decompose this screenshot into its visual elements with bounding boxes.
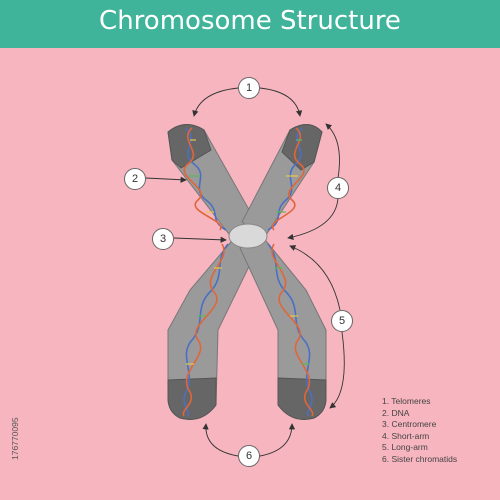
dna-strand-lower-right	[267, 243, 313, 417]
arrow-short-arm-down	[287, 197, 339, 240]
arrow-centromere	[173, 236, 227, 243]
arrow-telomere-right	[259, 87, 303, 117]
dna-strand-upper-right-b	[271, 127, 305, 231]
arrow-sister-right	[259, 423, 296, 457]
callout-sister-chromatids: 6	[238, 445, 260, 467]
dna-strand-upper-right	[267, 127, 303, 231]
legend: 1. Telomeres 2. DNA 3. Centromere 4. Sho…	[382, 396, 457, 466]
dna-base-pairs	[186, 139, 310, 365]
arrow-short-arm-up	[325, 123, 340, 179]
callout-centromere: 3	[152, 228, 174, 250]
legend-item-dna: 2. DNA	[382, 407, 410, 418]
dna-strand-lower-right-b	[271, 243, 314, 417]
arrow-telomere-left	[192, 87, 239, 117]
dna-strand-upper-left-b	[183, 127, 222, 231]
arrow-sister-left	[202, 423, 239, 457]
telomere-lower-right	[277, 377, 327, 420]
dna-helix-strands	[182, 127, 314, 417]
legend-item-sister-chromatids: 6. Sister chromatids	[382, 453, 458, 464]
diagram-title: Chromosome Structure	[99, 6, 401, 36]
legend-item-telomeres: 1. Telomeres	[382, 396, 431, 406]
arrow-long-arm-down	[329, 331, 345, 409]
legend-item-short-arm: 4. Short-arm	[382, 430, 430, 441]
legend-item-long-arm: 5. Long-arm	[382, 442, 428, 453]
callout-dna: 2	[124, 168, 146, 190]
dna-strand-lower-left	[183, 243, 229, 417]
dna-strand-upper-left	[185, 127, 227, 231]
callout-telomeres: 1	[238, 77, 260, 99]
dna-strand-lower-left-b	[182, 243, 225, 417]
centromere	[228, 223, 268, 249]
title-banner	[0, 0, 500, 48]
stock-id: 176770095	[10, 417, 20, 460]
arrow-long-arm-up	[289, 245, 341, 311]
callout-short-arm: 4	[327, 177, 349, 199]
arrow-dna	[145, 176, 187, 183]
callout-long-arm: 5	[331, 310, 353, 332]
legend-item-centromere: 3. Centromere	[382, 419, 437, 430]
telomere-upper-right	[281, 124, 323, 171]
